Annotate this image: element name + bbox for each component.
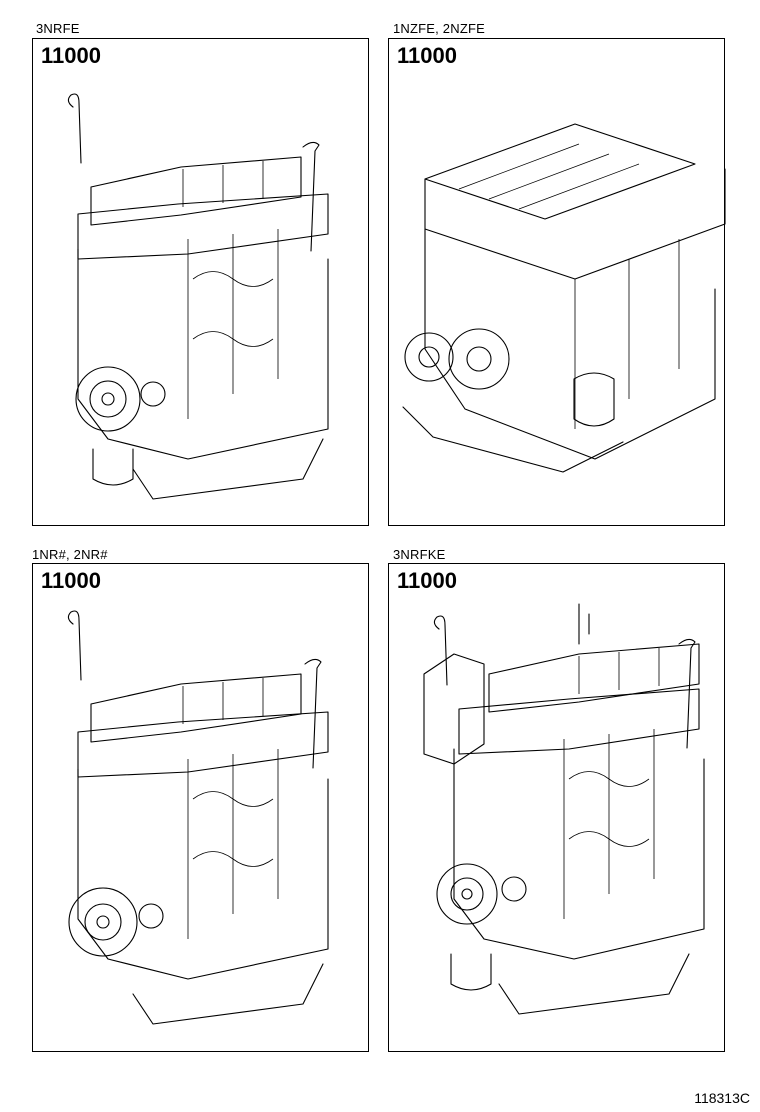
engine-drawing-1nr — [67, 610, 329, 1025]
panel-4-model-caption: 3NRFKE — [393, 547, 446, 562]
illustration-code: 118313C — [694, 1090, 750, 1106]
engine-drawing-3nrfke — [423, 603, 705, 1015]
panel-1-engine-3nrfe[interactable]: 11000 — [32, 38, 369, 526]
panel-1-model-caption: 3NRFE — [36, 21, 80, 36]
panel-4-engine-3nrfke[interactable]: 11000 — [388, 563, 725, 1052]
engine-drawing-3nrfe — [67, 93, 329, 500]
panel-3-engine-1nr[interactable]: 11000 — [32, 563, 369, 1052]
panel-2-part-number[interactable]: 11000 — [397, 43, 457, 68]
engine-drawing-1nzfe — [402, 123, 726, 473]
panel-2-model-caption: 1NZFE, 2NZFE — [393, 21, 485, 36]
panel-3-model-caption: 1NR#, 2NR# — [32, 547, 108, 562]
panel-2-engine-1nzfe[interactable]: 11000 — [388, 38, 726, 526]
panel-3-part-number[interactable]: 11000 — [41, 568, 101, 593]
panel-1-part-number[interactable]: 11000 — [41, 43, 101, 68]
panel-4-part-number[interactable]: 11000 — [397, 568, 457, 593]
